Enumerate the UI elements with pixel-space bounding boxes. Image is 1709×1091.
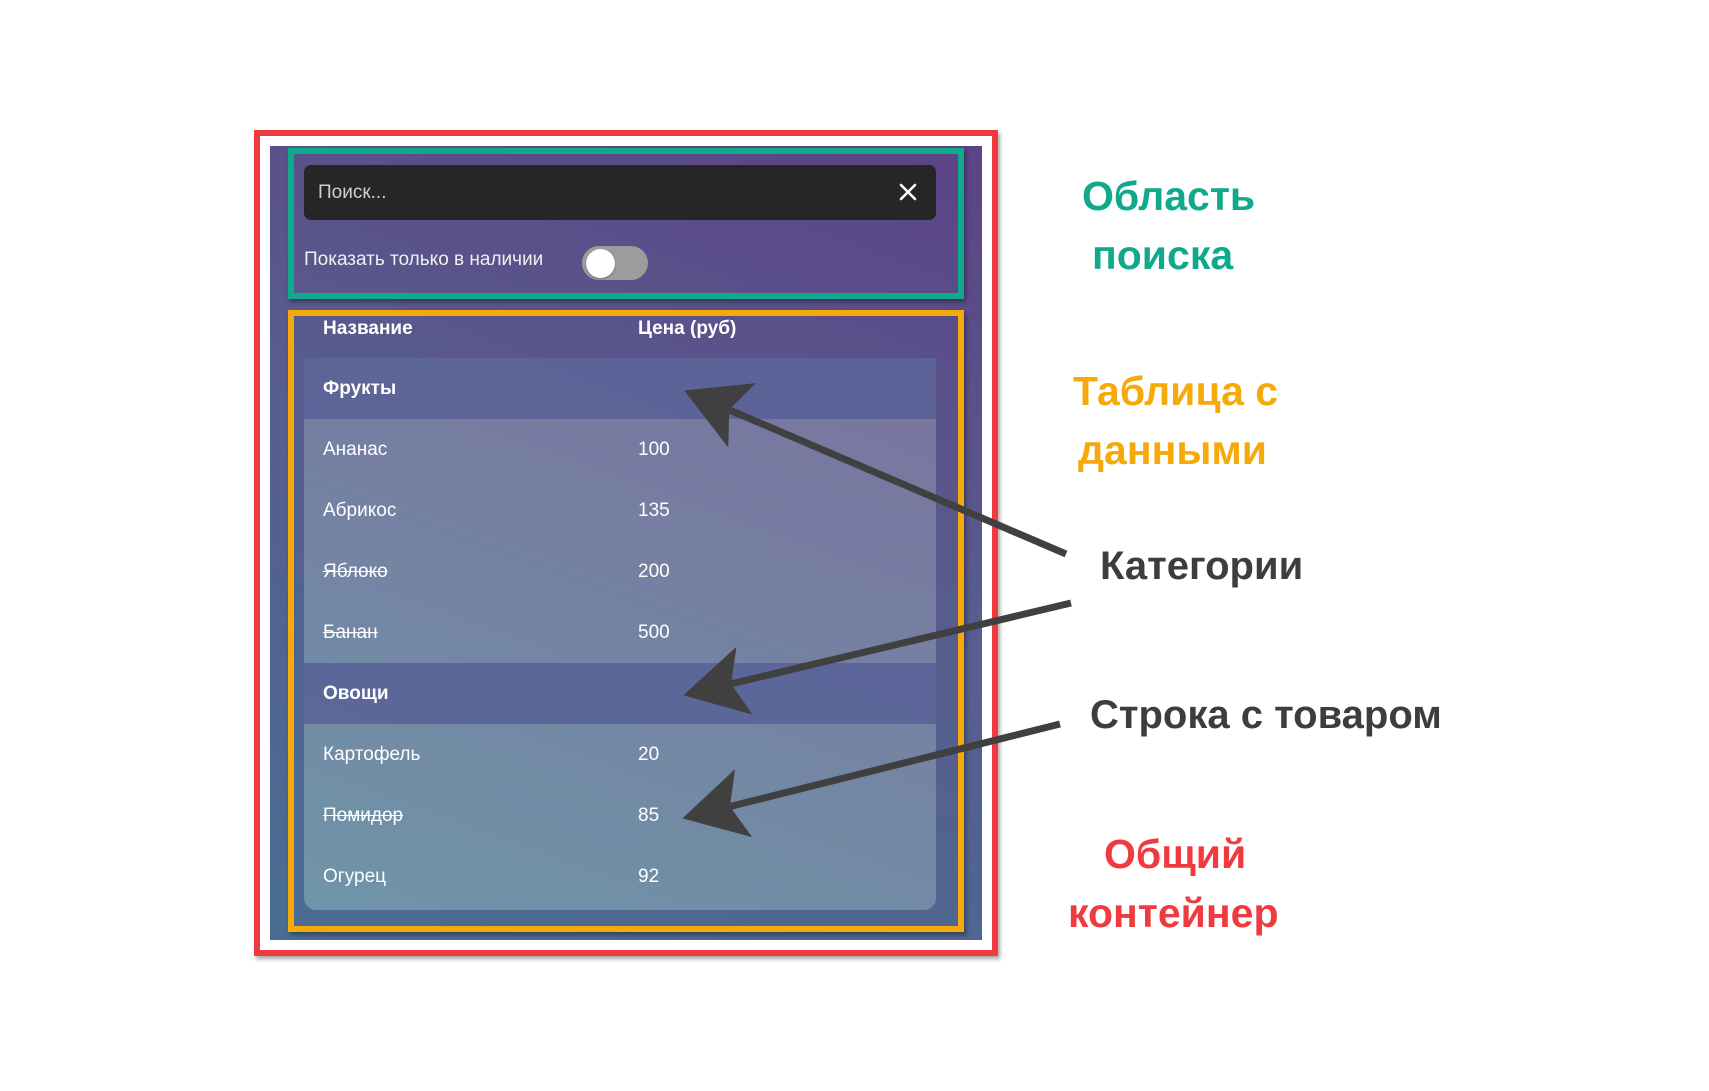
annotation-container-line1: Общий: [1104, 831, 1247, 877]
product-name: Банан: [323, 622, 378, 643]
product-price: 85: [638, 805, 660, 826]
column-header-name[interactable]: Название: [323, 318, 413, 339]
search-area-frame: [288, 148, 964, 299]
product-name: Картофель: [323, 744, 421, 765]
product-row[interactable]: Картофель 20: [304, 724, 936, 785]
product-price: 135: [638, 500, 670, 521]
in-stock-toggle-knob[interactable]: [586, 249, 615, 278]
product-row[interactable]: Яблоко 200: [304, 541, 936, 602]
product-row[interactable]: Абрикос 135: [304, 480, 936, 541]
search-input[interactable]: [316, 172, 876, 213]
product-price: 500: [638, 622, 670, 643]
category-row: Фрукты: [304, 358, 936, 419]
annotation-product-row: Строка с товаром: [1090, 693, 1442, 737]
annotation-data-table-line2: данными: [1078, 427, 1267, 473]
category-row: Овощи: [304, 663, 936, 724]
product-row[interactable]: Огурец 92: [304, 846, 936, 907]
product-row[interactable]: Помидор 85: [304, 785, 936, 846]
product-price: 100: [638, 439, 670, 460]
annotation-search-area-line1: Область: [1082, 173, 1256, 219]
annotation-container-line2: контейнер: [1068, 890, 1279, 936]
product-name: Помидор: [323, 805, 404, 826]
product-name: Абрикос: [323, 500, 397, 521]
annotation-data-table-line1: Таблица с: [1073, 368, 1279, 414]
table-body: Фрукты Ананас 100 Абрикос 135 Яблоко 200…: [304, 358, 936, 910]
product-row[interactable]: Банан 500: [304, 602, 936, 663]
category-name: Овощи: [323, 683, 389, 704]
annotation-categories: Категории: [1100, 544, 1304, 588]
in-stock-label: Показать только в наличии: [304, 249, 544, 270]
close-icon[interactable]: [894, 178, 922, 206]
product-name: Яблоко: [323, 561, 388, 582]
product-price: 92: [638, 866, 660, 887]
product-name: Огурец: [323, 866, 387, 887]
product-price: 200: [638, 561, 670, 582]
product-name: Ананас: [323, 439, 388, 460]
product-row[interactable]: Ананас 100: [304, 419, 936, 480]
annotation-search-area-line2: поиска: [1092, 232, 1234, 278]
product-price: 20: [638, 744, 660, 765]
column-header-price[interactable]: Цена (руб): [638, 318, 737, 339]
category-name: Фрукты: [323, 378, 397, 399]
